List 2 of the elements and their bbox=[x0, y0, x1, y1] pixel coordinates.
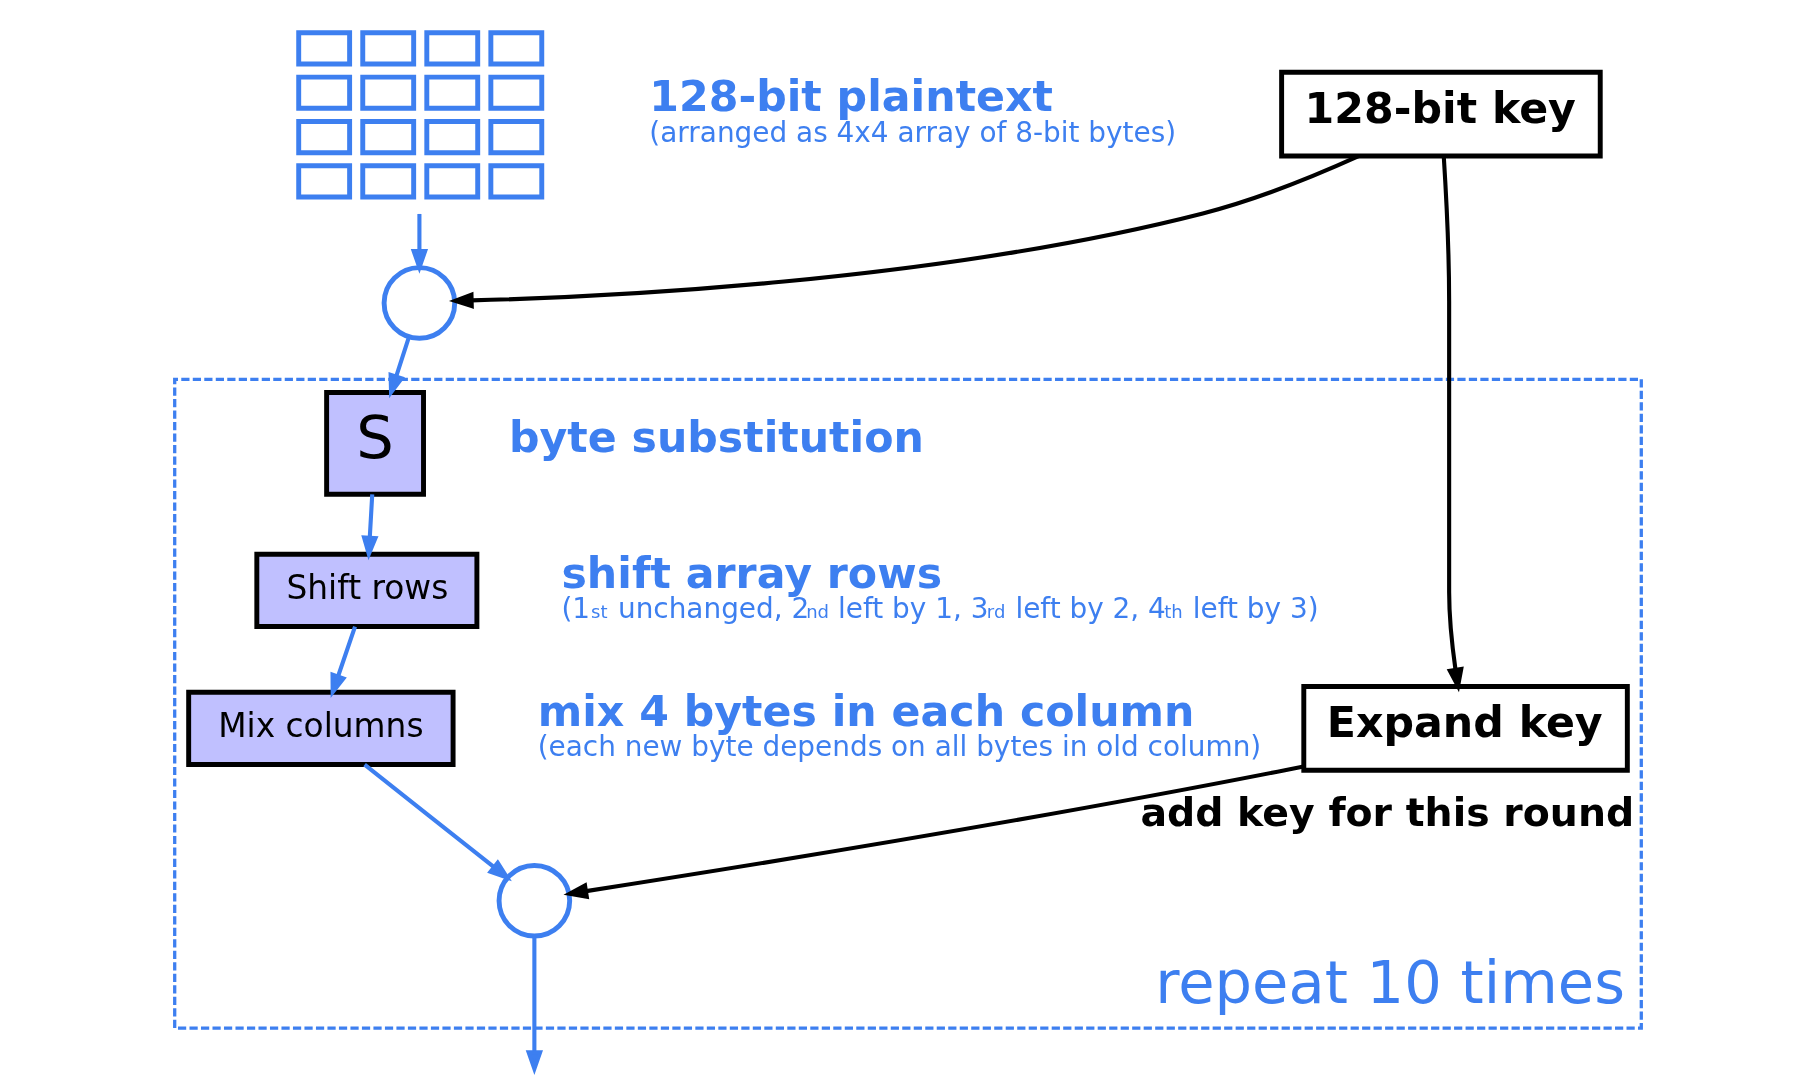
edge-label: add key for this round bbox=[1139, 789, 1634, 836]
node-label: byte substitution bbox=[508, 412, 924, 463]
